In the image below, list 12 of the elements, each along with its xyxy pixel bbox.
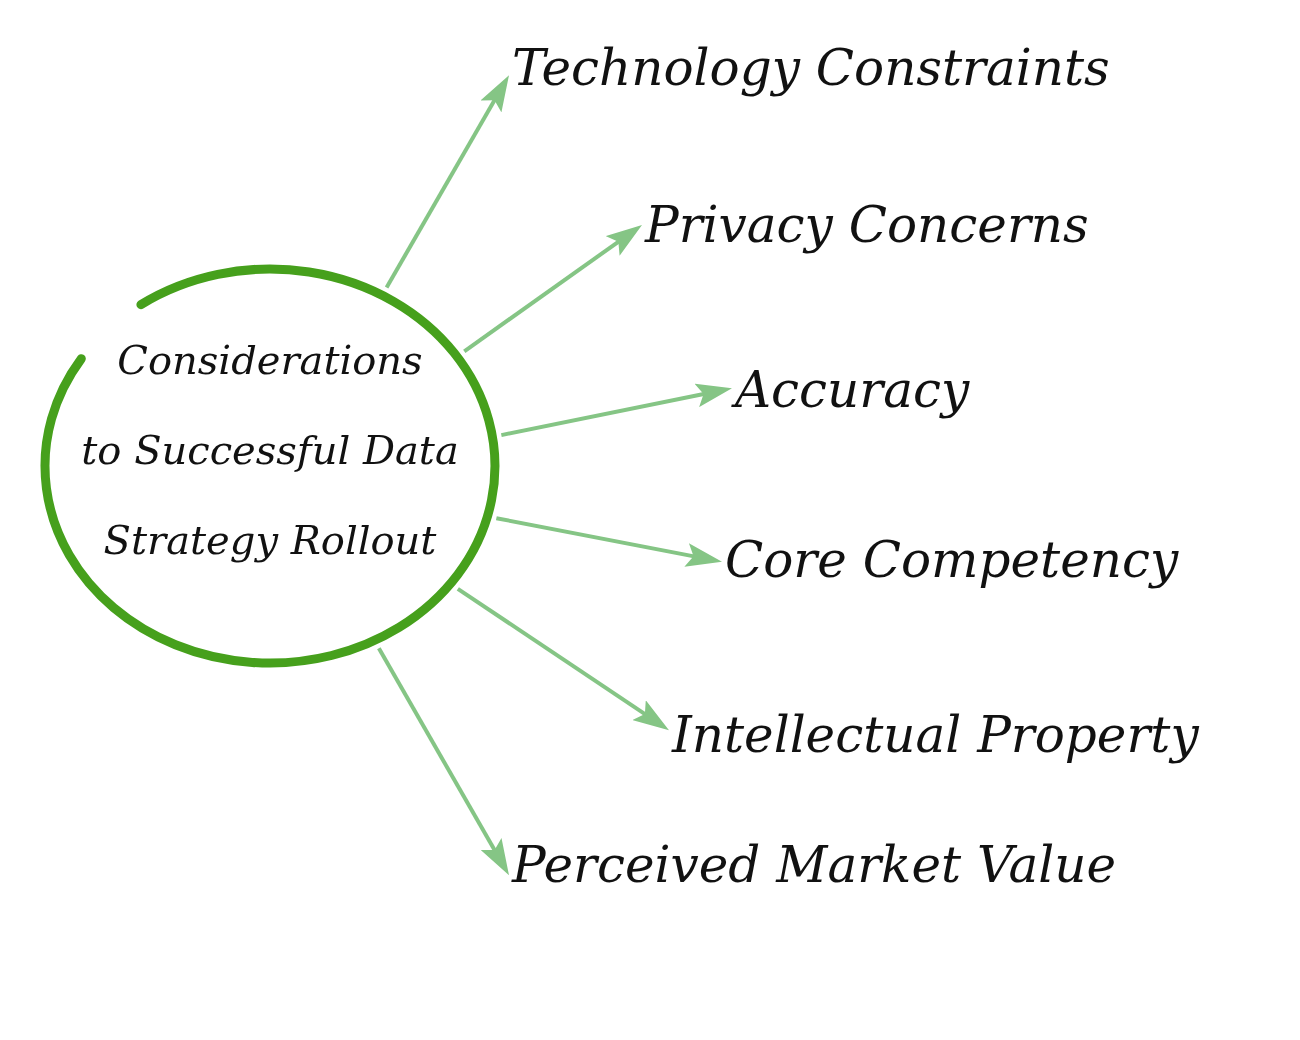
arrow [384,75,509,289]
arrow [463,225,642,353]
topic-label: Perceived Market Value [512,835,1117,895]
circle-title: Considerations to Successful Data Strategy Rollout [81,336,459,565]
arrow [456,587,669,731]
arrow [500,383,732,438]
topic-label: Privacy Concerns [645,195,1089,255]
topic-label: Technology Constraints [512,38,1110,98]
topic-label: Intellectual Property [672,705,1199,765]
topic-label: Core Competency [725,530,1179,590]
arrow [377,647,509,876]
arrow [496,516,722,567]
